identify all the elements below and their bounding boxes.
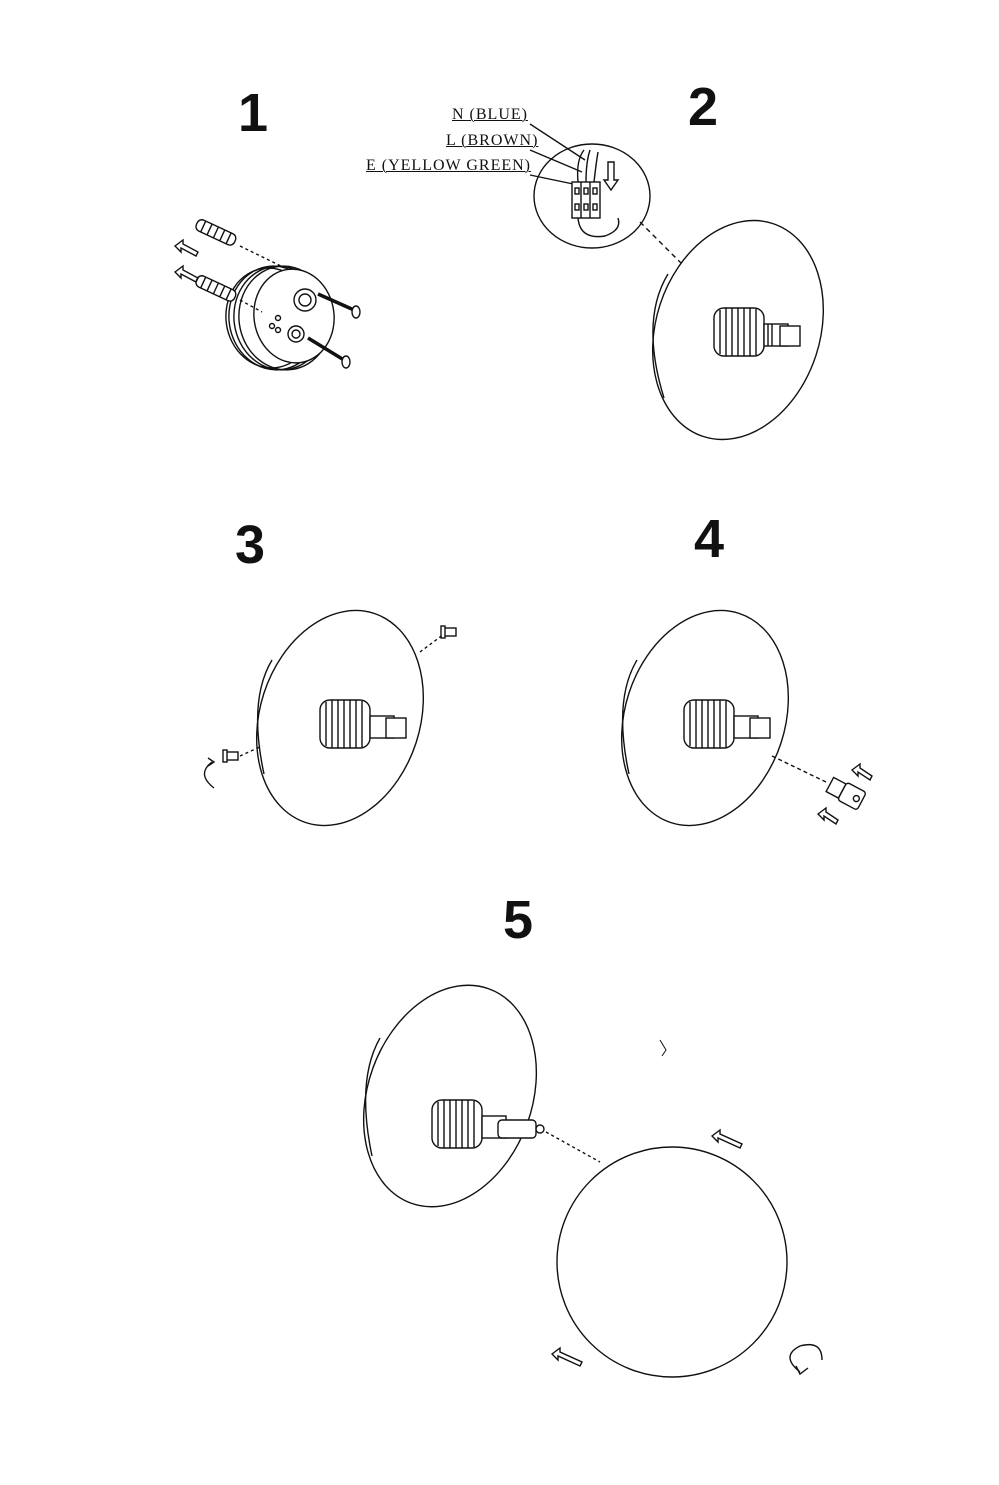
step3-screws [203,625,457,789]
step5-canopy-plate [362,984,545,1208]
step1-wall-base [225,265,335,371]
step2-wiring-detail [529,123,691,273]
step4-canopy-plate [620,609,790,827]
wire-label-neutral: N (BLUE) [452,106,528,123]
wire-label-earth: E (YELLOW GREEN) [366,157,531,174]
step4-bulb [771,755,873,826]
step5-glass-globe [545,1039,823,1378]
step3-canopy-plate [255,609,425,827]
step2-canopy-plate [651,219,825,441]
wire-label-live: L (BROWN) [446,132,539,149]
step-number-4: 4 [694,509,725,569]
step1-direction-arrows [173,238,199,283]
step1-screws [307,292,361,369]
step-number-1: 1 [238,83,269,143]
step1-wall-plugs [195,219,286,313]
step-number-3: 3 [235,515,266,575]
step-number-5: 5 [503,890,534,950]
step-number-2: 2 [688,77,719,137]
